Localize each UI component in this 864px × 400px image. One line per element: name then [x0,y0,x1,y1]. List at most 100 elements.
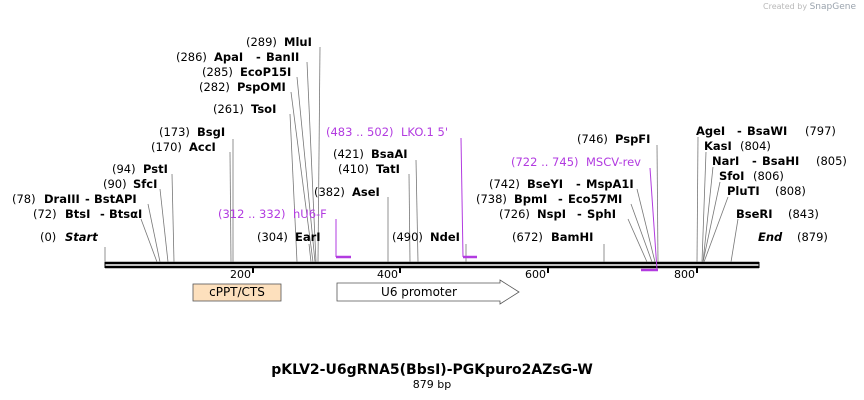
svg-text:U6 promoter: U6 promoter [381,285,457,299]
svg-text:BsaHI: BsaHI [762,154,799,168]
svg-text:(843): (843) [788,207,819,221]
tick-label-200: 200 [230,268,251,281]
site-label-agei: AgeI - BsaWI (797) [696,124,836,138]
site-label-ndei: (490) NdeI [392,230,460,244]
svg-text:(722 .. 745): (722 .. 745) [511,155,579,169]
svg-text:SfoI: SfoI [719,169,744,183]
site-label-nari: NarI - BsaHI (805) [712,154,847,168]
svg-text:(483 .. 502): (483 .. 502) [326,125,394,139]
svg-text:(78): (78) [12,192,36,206]
site-label-pspomi: (282) PspOMI [199,80,286,94]
svg-text:PspFI: PspFI [615,132,650,146]
site-label-bamhi: (672) BamHI [512,230,593,244]
primer-label-lko1: (483 .. 502) LKO.1 5' [326,125,448,139]
svg-text:BpmI: BpmI [514,192,547,206]
site-label-btsi: (72) BtsI - BtsαI [33,207,142,221]
start-pos: (0) [40,230,56,244]
svg-text:(738): (738) [476,192,507,206]
site-label-bseri: BseRI (843) [736,207,819,221]
end-label: End [758,230,783,244]
site-label-bsgi: (173) BsgI [159,125,225,139]
svg-text:MluI: MluI [284,35,312,49]
svg-text:(808): (808) [775,184,806,198]
site-label-acci: (170) AccI [151,140,216,154]
svg-text:(94): (94) [112,162,136,176]
svg-text:-: - [558,192,563,206]
svg-text:BsgI: BsgI [197,125,225,139]
svg-text:(382): (382) [314,185,345,199]
svg-text:TatI: TatI [376,162,400,176]
svg-text:(672): (672) [512,230,543,244]
tick-label-800: 800 [674,268,695,281]
svg-text:AccI: AccI [189,140,216,154]
end-pos: (879) [797,230,828,244]
svg-text:cPPT/CTS: cPPT/CTS [209,285,265,299]
primer-label-mscv-rev: (722 .. 745) MSCV-rev [511,155,641,169]
site-connectors [104,46,739,263]
svg-text:(746): (746) [577,132,608,146]
svg-text:hU6-F: hU6-F [293,207,327,221]
svg-text:SfcI: SfcI [133,177,157,191]
site-label-sfoi: SfoI (806) [719,169,784,183]
svg-text:(726): (726) [499,207,530,221]
plasmid-title: pKLV2-U6gRNA5(BbsI)-PGKpuro2AZsG-W [271,362,593,378]
svg-text:DraIII: DraIII [44,192,80,206]
primer-marks [335,137,658,272]
svg-text:-: - [752,154,757,168]
svg-text:(421): (421) [333,147,364,161]
svg-text:BanII: BanII [266,50,299,64]
svg-text:(490): (490) [392,230,423,244]
svg-text:KasI: KasI [704,139,732,153]
svg-text:BseYI: BseYI [527,177,563,191]
site-label-nspi: (726) NspI - SphI [499,207,616,221]
svg-text:(797): (797) [805,124,836,138]
svg-text:BamHI: BamHI [551,230,593,244]
svg-text:EcoP15I: EcoP15I [240,65,291,79]
site-label-psti: (94) PstI [112,162,168,176]
feature-u6-promoter: U6 promoter [336,279,520,305]
svg-text:(282): (282) [199,80,230,94]
svg-text:-: - [100,207,105,221]
svg-text:MspA1I: MspA1I [586,177,634,191]
svg-text:(286): (286) [176,50,207,64]
svg-text:BstAPI: BstAPI [94,192,137,206]
svg-text:MSCV-rev: MSCV-rev [586,155,641,169]
svg-text:(285): (285) [202,65,233,79]
svg-text:-: - [85,192,90,206]
plasmid-length: 879 bp [413,378,451,391]
svg-text:(90): (90) [103,177,127,191]
svg-text:-: - [256,50,261,64]
svg-text:NarI: NarI [712,154,739,168]
tick-label-600: 600 [525,268,546,281]
snapgene-credit: Created by SnapGene [763,2,856,12]
site-label-tati: (410) TatI [338,162,400,176]
svg-text:(173): (173) [159,125,190,139]
site-label-sfci: (90) SfcI [103,177,157,191]
svg-text:(170): (170) [151,140,182,154]
svg-text:(804): (804) [740,139,771,153]
site-label-ecop15i: (285) EcoP15I [202,65,291,79]
site-label-pluti: PluTI (808) [727,184,806,198]
feature-cppt-cts: cPPT/CTS [192,283,282,302]
primer-label-hu6-f: (312 .. 332) hU6-F [218,207,327,221]
svg-text:(312 .. 332): (312 .. 332) [218,207,286,221]
site-label-drai-ii: (78) DraIII - BstAPI [12,192,137,206]
svg-text:-: - [576,177,581,191]
start-label: Start [65,230,98,244]
svg-text:(304): (304) [257,230,288,244]
svg-text:Eco57MI: Eco57MI [568,192,622,206]
svg-text:PluTI: PluTI [727,184,760,198]
svg-text:(289): (289) [246,35,277,49]
svg-text:AseI: AseI [352,185,380,199]
ruler-ticks: 200 400 600 800 [230,267,698,281]
svg-text:(410): (410) [338,162,369,176]
svg-text:(261): (261) [213,102,244,116]
svg-text:BsaWI: BsaWI [747,124,787,138]
svg-text:(742): (742) [489,177,520,191]
svg-text:AgeI: AgeI [696,124,725,138]
svg-text:EarI: EarI [295,230,321,244]
svg-text:SphI: SphI [587,207,616,221]
site-label-eari: (304) EarI [257,230,321,244]
tick-label-400: 400 [377,268,398,281]
